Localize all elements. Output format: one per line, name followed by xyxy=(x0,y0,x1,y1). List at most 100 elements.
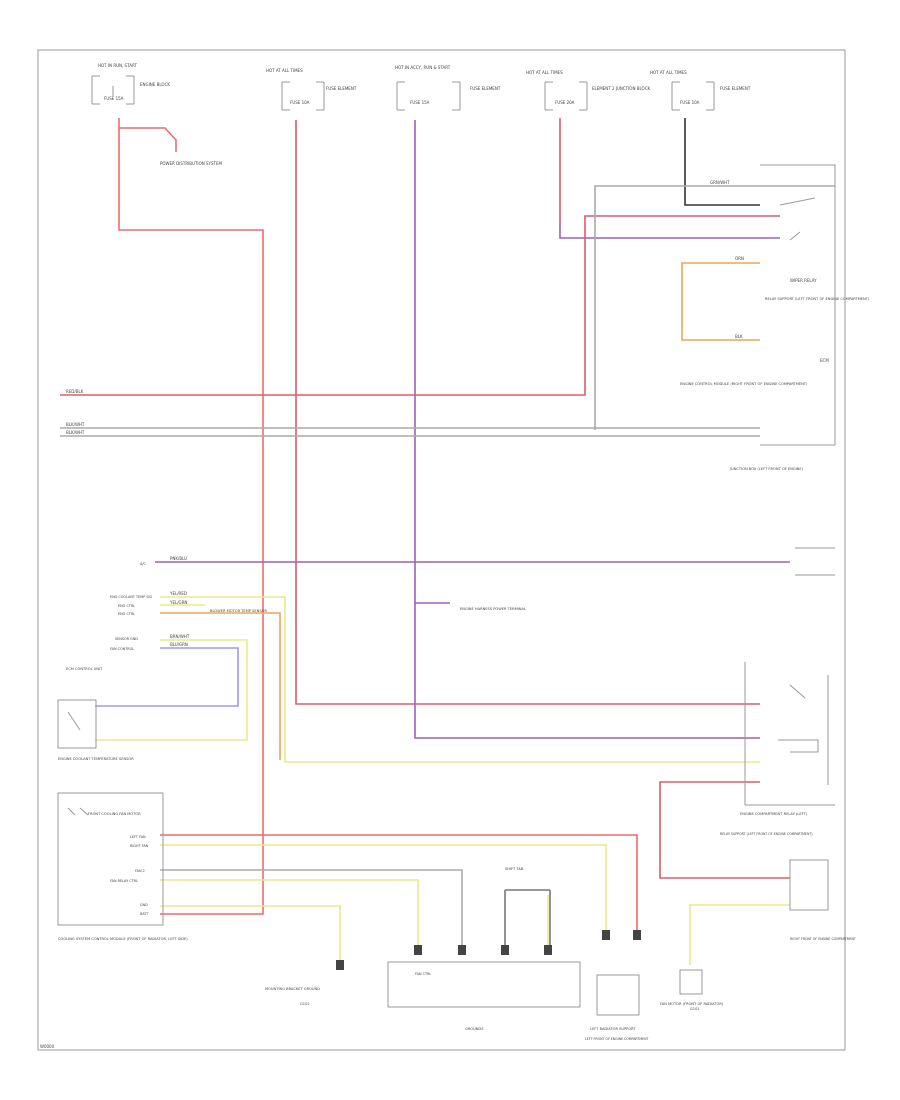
fuse-4-caption: ELEMENT 2 JUNCTION BLOCK xyxy=(592,86,650,91)
wire-purple-3 xyxy=(414,120,760,739)
fuse-5-caption: FUSE ELEMENT xyxy=(720,86,751,91)
label-mounting-bracket: MOUNTING BRACKET GROUND xyxy=(265,987,320,991)
wire-label-blkwht2: BLK/WHT xyxy=(66,430,85,435)
sensor-box-left xyxy=(57,699,97,749)
wire-label-blkwht: BLK/WHT xyxy=(66,422,85,427)
wire-orange-2 xyxy=(160,612,281,760)
bottom-connector-group xyxy=(387,961,581,1008)
switch-right-mid xyxy=(778,684,819,753)
conn-fan2: FAN 2 xyxy=(135,869,145,873)
wire-red-2 xyxy=(295,120,760,705)
fuse-2-caption: FUSE ELEMENT xyxy=(326,86,357,91)
label-ecm-loc: ENGINE CONTROL MODULE (RIGHT FRONT OF EN… xyxy=(680,382,808,386)
wire-label-brn: BRN/WHT xyxy=(170,634,190,639)
wire-yellow-1 xyxy=(160,596,760,763)
label-left-coil: LEFT RADIATOR SUPPORT xyxy=(590,1027,636,1031)
wire-label-pnk: PNK/BLU xyxy=(170,556,187,561)
label-ecm-control-unit: ECM CONTROL UNIT xyxy=(66,667,103,671)
fan-motor-box xyxy=(679,969,703,995)
wire-label-ylw: YEL/RED xyxy=(169,591,187,596)
wire-yellow-bottom xyxy=(160,844,607,930)
wire-yellow-3 xyxy=(95,639,248,741)
wire-red-trunk xyxy=(118,118,264,915)
label-wiper-relay: WIPER RELAY xyxy=(790,278,817,283)
label-blower-sensor: BLOWER MOTOR TEMP SENSOR xyxy=(210,609,267,613)
conn-eng-ctrl: ENG CTRL xyxy=(118,604,135,608)
wire-label-grnwht: GRN/WHT xyxy=(710,180,730,185)
wire-yellow-bottom2 xyxy=(160,879,419,945)
label-engine-relay-loc: RELAY SUPPORT (LEFT FRONT OF ENGINE COMP… xyxy=(720,832,813,836)
wire-red-relay xyxy=(659,781,790,879)
conn-fan-relay-ctrl: FAN RELAY CTRL xyxy=(110,879,138,883)
fuse-1-label: FUSE 15A xyxy=(104,96,124,101)
label-engine-relay: ENGINE COMPARTMENT RELAY (LEFT) xyxy=(740,812,808,816)
wire-gray-v xyxy=(594,185,835,430)
label-shift-tab: SHIFT TAB xyxy=(505,867,524,871)
conn-sensor-gnd: SENSOR GND xyxy=(115,637,138,641)
fuse-1-head: HOT IN RUN, START xyxy=(98,63,137,68)
ground-box-a xyxy=(596,974,640,1016)
diagram-code: W0000 xyxy=(40,1044,55,1049)
fuse-2-label: FUSE 10A xyxy=(290,100,310,105)
fuse-5-label: FUSE 10A xyxy=(680,100,700,105)
wire-orange xyxy=(681,262,760,341)
fuse-3-label: FUSE 15A xyxy=(410,100,430,105)
cooling-module-box xyxy=(57,792,164,926)
fuse-2-head: HOT AT ALL TIMES xyxy=(266,68,303,73)
wire-label-blugrn: BLU/GRN xyxy=(170,642,188,647)
label-radiator-fan: FAN MOTOR (FRONT OF RADIATOR) xyxy=(660,1002,724,1006)
wire-label-yel: YEL/GRN xyxy=(169,600,187,605)
conn-right-fan: RIGHT FAN xyxy=(130,844,149,848)
wire-yellow-relay xyxy=(689,904,790,965)
label-cooling-module: COOLING SYSTEM CONTROL MODULE (FRONT OF … xyxy=(58,937,188,941)
label-right-coil: RIGHT FRONT OF ENGINE COMPARTMENT xyxy=(790,937,856,941)
label-sensor-in-car: ENGINE COOLANT TEMPERATURE SENSOR xyxy=(58,757,134,761)
wire-black-5 xyxy=(684,118,760,206)
fuse-5-head: HOT AT ALL TIMES xyxy=(650,70,687,75)
wire-network xyxy=(60,118,835,965)
label-engine-harness: ENGINE HARNESS POWER TERMINAL xyxy=(460,607,526,611)
fuse-3-caption: FUSE ELEMENT xyxy=(470,86,501,91)
wire-gray-bottom xyxy=(160,869,463,945)
conn-a-c: A/C xyxy=(140,562,146,566)
label-front-sensor: FRONT COOLING FAN MOTOR xyxy=(88,812,141,816)
fuse-1: HOT IN RUN, START FUSE 15A ENGINE BLOCK xyxy=(91,63,170,105)
label-g101: G101 xyxy=(690,1007,700,1011)
fuse-4-label: FUSE 20A xyxy=(555,100,575,105)
wire-red-bottom xyxy=(160,834,638,930)
relay-box-right xyxy=(744,662,835,806)
wire-label-orn: ORN xyxy=(735,256,744,261)
fuse-4: HOT AT ALL TIMES FUSE 20A ELEMENT 2 JUNC… xyxy=(526,70,650,111)
sensor-box-left-inner xyxy=(67,711,81,731)
conn-eng-ctrl2: ENG CTRL xyxy=(118,612,135,616)
relay-box-lower xyxy=(789,859,829,911)
wire-label-red: RED/BLK xyxy=(66,389,84,394)
label-left-ground: LEFT FRONT OF ENGINE COMPARTMENT xyxy=(585,1037,648,1041)
fuse-3: HOT IN ACCY, RUN & START FUSE 15A FUSE E… xyxy=(395,65,501,111)
label-g102: G102 xyxy=(300,1002,310,1006)
conn-gnd: GND xyxy=(140,903,148,907)
conn-fan-ctrl: FAN CTRL xyxy=(415,972,431,976)
ecm-connector-right xyxy=(795,547,835,576)
fuse-5: HOT AT ALL TIMES FUSE 10A FUSE ELEMENT xyxy=(650,70,751,111)
label-grounds: GROUNDS xyxy=(465,1027,484,1031)
label-junction-box: JUNCTION BOX (LEFT FRONT OF ENGINE) xyxy=(729,467,804,471)
conn-left-fan: LEFT FAN xyxy=(130,835,146,839)
relay-box-top xyxy=(760,164,836,446)
wire-yellow-bottom3 xyxy=(160,905,341,960)
wire-blue xyxy=(95,647,239,707)
bottom-ground-icons xyxy=(336,930,641,970)
label-power-distribution: POWER DISTRIBUTION SYSTEM xyxy=(160,161,222,166)
fuse-4-head: HOT AT ALL TIMES xyxy=(526,70,563,75)
wire-label-blk: BLK xyxy=(735,334,743,339)
fuse-3-head: HOT IN ACCY, RUN & START xyxy=(395,65,451,70)
fuse-1-caption: ENGINE BLOCK xyxy=(140,82,170,87)
wire-purple-4 xyxy=(559,222,780,239)
wire-red-horiz xyxy=(60,215,780,396)
label-ecm-block: ECM xyxy=(820,358,829,363)
conn-temp-signal: ENG COOLANT TEMP SIG xyxy=(110,595,152,599)
cooling-module-symbol xyxy=(67,807,89,816)
wire-ground-a xyxy=(504,889,551,945)
wire-red-branch xyxy=(119,127,177,152)
